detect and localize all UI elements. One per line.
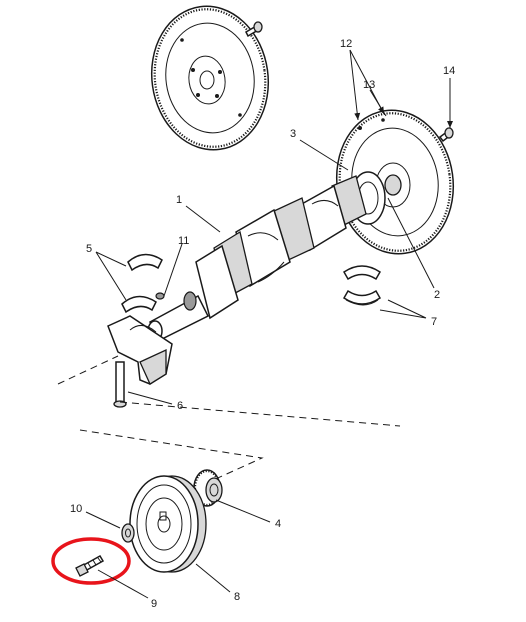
- assembly-centerline-lower: [79, 429, 264, 487]
- thrust-bearing: [343, 265, 381, 306]
- bearing-tab: [155, 292, 165, 300]
- callout-14: 14: [443, 65, 455, 77]
- callout-12: 12: [340, 38, 352, 50]
- callout-9: 9: [151, 598, 157, 610]
- callout-1: 1: [176, 194, 182, 206]
- callout-13: 13: [363, 79, 375, 91]
- pulley-bolt: [75, 554, 105, 577]
- assembly-centerline-upper: [57, 355, 401, 427]
- callout-10: 10: [70, 503, 82, 515]
- bearing-upper: [121, 253, 163, 314]
- crankshaft-pulley: [129, 475, 207, 573]
- callout-7: 7: [431, 316, 437, 328]
- callout-4: 4: [275, 518, 281, 530]
- callout-5: 5: [86, 243, 92, 255]
- pulley-washer: [121, 523, 135, 543]
- flexplate-bolt-right: [438, 127, 454, 143]
- callout-8: 8: [234, 591, 240, 603]
- crankshaft: [147, 171, 386, 342]
- callout-6: 6: [177, 400, 183, 412]
- highlight-circle: [51, 537, 131, 585]
- main-bearing-bolt: [113, 361, 127, 408]
- callout-11: 11: [178, 235, 189, 247]
- main-bearing-cap: [107, 315, 173, 385]
- flexplate-top: [150, 5, 270, 151]
- callout-2: 2: [434, 289, 440, 301]
- callout-3: 3: [290, 128, 296, 140]
- leader-lines: [85, 49, 453, 599]
- flexplate-bolt-top: [245, 21, 263, 38]
